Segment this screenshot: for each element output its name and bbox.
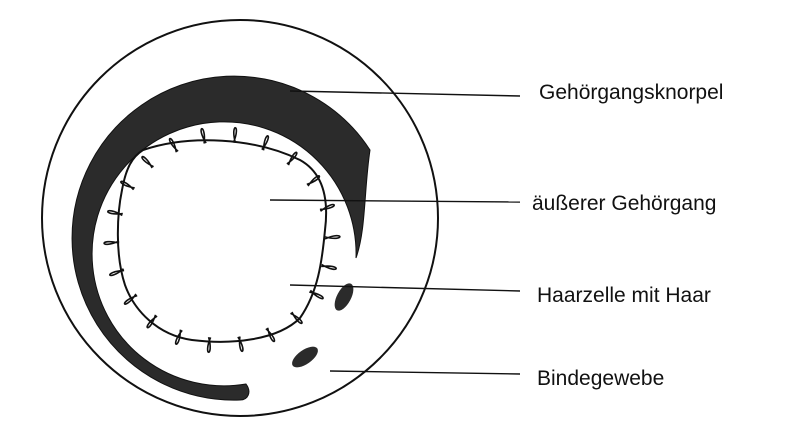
leader-line xyxy=(290,91,520,96)
leader-line xyxy=(290,285,520,291)
hair-loop xyxy=(325,236,340,239)
hair-loop xyxy=(108,211,123,216)
canal-outline xyxy=(118,140,326,342)
leader-line xyxy=(330,371,520,374)
label-cartilage: Gehörgangsknorpel xyxy=(539,82,723,103)
leader-line xyxy=(270,200,520,202)
label-connective-tissue: Bindegewebe xyxy=(537,368,664,389)
label-ear-canal: äußerer Gehörgang xyxy=(532,193,716,214)
hair-loop xyxy=(238,337,243,352)
hair-loop xyxy=(104,241,119,244)
hair-loop xyxy=(170,139,179,153)
label-hair-cell: Haarzelle mit Haar xyxy=(537,285,711,306)
tissue-spot xyxy=(289,343,322,372)
hair-loop xyxy=(142,157,154,168)
hair-loop xyxy=(201,129,206,144)
hair-loop xyxy=(233,128,236,143)
hair-loop xyxy=(208,337,211,352)
hair-loop xyxy=(321,265,336,270)
tissue-spot xyxy=(331,280,357,313)
